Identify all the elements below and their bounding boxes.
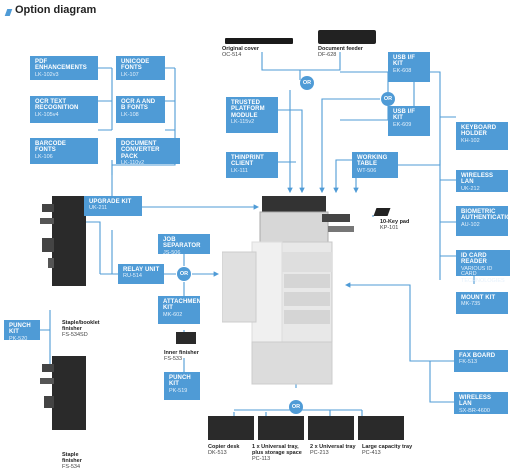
or-node-trays: OR: [289, 400, 303, 414]
universal-tray-2-image: [308, 416, 354, 440]
staple-finisher-image: [40, 356, 86, 430]
staple-booklet-finisher-image: [40, 196, 86, 286]
original-cover-image: [225, 38, 293, 44]
keypad-image: [373, 208, 391, 216]
or-node-finisher: OR: [177, 267, 191, 281]
large-capacity-tray-image: [358, 416, 404, 440]
document-feeder-image: [318, 30, 376, 44]
mfp-printer-image: [222, 196, 354, 385]
or-node-top: OR: [300, 76, 314, 90]
copier-desk-image: [208, 416, 254, 440]
universal-tray-storage-image: [258, 416, 304, 440]
page-title: Option diagram: [15, 4, 97, 16]
inner-finisher-image: [176, 332, 196, 344]
or-node-usb: OR: [381, 92, 395, 106]
